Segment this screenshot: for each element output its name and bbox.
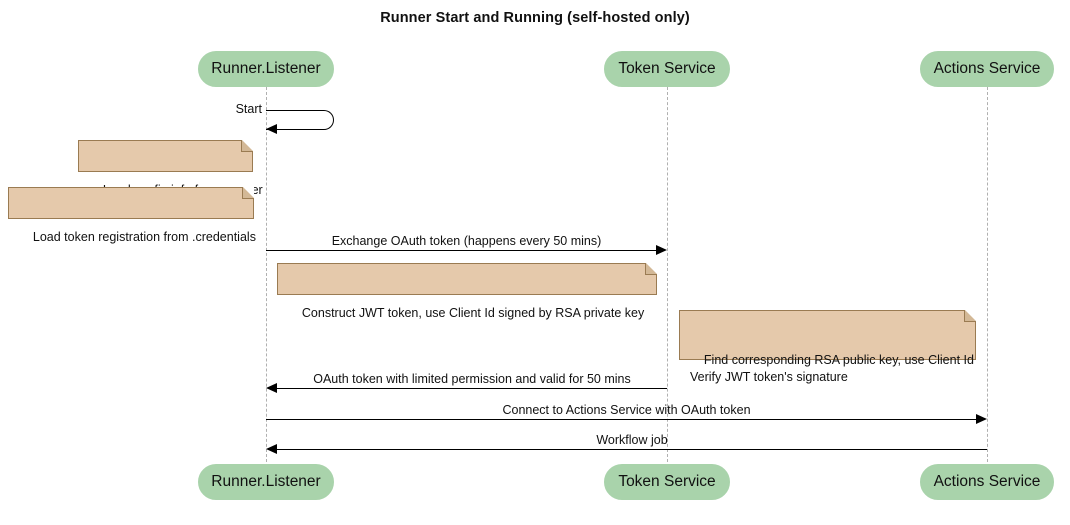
lifeline-token	[667, 87, 668, 462]
message-label-oauth-token-returned: OAuth token with limited permission and …	[313, 372, 631, 386]
message-label-start: Start	[235, 102, 262, 116]
participant-token-top[interactable]: Token Service	[604, 51, 730, 87]
note-load-config: Load config info from .runner	[78, 139, 263, 197]
note-dogear-icon	[964, 309, 976, 322]
note-load-token-registration: Load token registration from .credential…	[8, 186, 256, 244]
message-label-workflow-job: Workflow job	[596, 433, 668, 447]
participant-actions-top[interactable]: Actions Service	[920, 51, 1054, 87]
message-arrowhead-oauth-token-returned	[266, 382, 277, 393]
participant-token-bottom-label: Token Service	[618, 473, 716, 490]
message-arrowhead-start	[266, 124, 277, 134]
participant-runner-top[interactable]: Runner.Listener	[198, 51, 334, 87]
participant-actions-bottom[interactable]: Actions Service	[920, 464, 1054, 500]
participant-token-bottom[interactable]: Token Service	[604, 464, 730, 500]
message-arrowhead-workflow-job	[266, 443, 277, 454]
message-line-exchange-oauth-token	[266, 250, 656, 251]
note-dogear-icon	[645, 262, 657, 275]
note-dogear-icon	[242, 186, 254, 199]
participant-runner-top-label: Runner.Listener	[211, 60, 321, 77]
note-verify-jwt-signature-text: Find corresponding RSA public key, use C…	[690, 353, 974, 384]
message-arrowhead-exchange-oauth-token	[656, 244, 667, 255]
note-verify-jwt-signature: Find corresponding RSA public key, use C…	[679, 309, 976, 384]
note-load-token-registration-text: Load token registration from .credential…	[32, 230, 256, 244]
participant-token-top-label: Token Service	[618, 60, 716, 77]
message-label-exchange-oauth-token: Exchange OAuth token (happens every 50 m…	[331, 234, 602, 248]
participant-actions-top-label: Actions Service	[933, 60, 1041, 77]
message-line-connect-actions-service	[266, 419, 976, 420]
participant-runner-bottom[interactable]: Runner.Listener	[198, 464, 334, 500]
diagram-title: Runner Start and Running (self-hosted on…	[380, 10, 690, 26]
message-self-loop-start	[266, 110, 334, 130]
participant-runner-bottom-label: Runner.Listener	[211, 473, 321, 490]
note-construct-jwt-token-text: Construct JWT token, use Client Id signe…	[301, 306, 645, 320]
message-arrowhead-connect-actions-service	[976, 413, 987, 424]
lifeline-actions	[987, 87, 988, 462]
lifeline-runner	[266, 87, 267, 462]
message-label-connect-actions-service: Connect to Actions Service with OAuth to…	[502, 403, 751, 417]
note-dogear-icon	[241, 139, 253, 152]
message-line-oauth-token-returned	[277, 388, 667, 389]
message-line-workflow-job	[277, 449, 987, 450]
note-construct-jwt-token: Construct JWT token, use Client Id signe…	[277, 262, 657, 320]
participant-actions-bottom-label: Actions Service	[933, 473, 1041, 490]
